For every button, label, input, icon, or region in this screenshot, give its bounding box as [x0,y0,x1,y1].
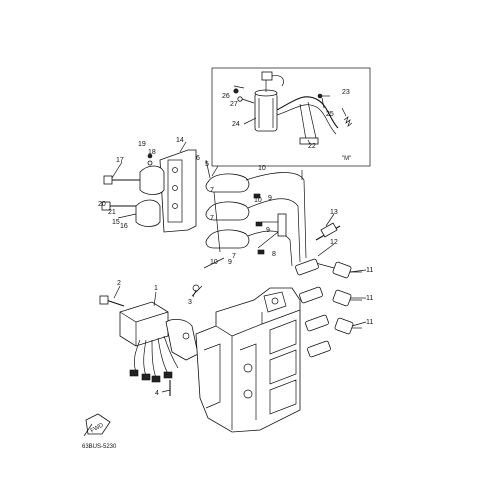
bracket-assembly [101,149,197,233]
callout-16: 16 [120,223,128,230]
leader-lines [111,97,367,393]
callout-11b: 11 [366,295,373,302]
callout-11a: 11 [366,267,373,274]
callout-9a: 9 [268,195,272,202]
engine-block [195,287,301,433]
callout-21: 21 [108,209,116,216]
callout-17: 17 [116,157,124,164]
callout-3: 3 [188,299,192,306]
clamp-upper [139,165,165,195]
callout-10c: 10 [210,259,218,266]
diagram-code: 63BUS-5230 [82,444,117,450]
bolt-2 [105,299,125,307]
clamp-lower [135,199,161,227]
callout-7b: 7 [210,215,214,222]
callout-19: 19 [138,141,146,148]
callout-9c: 9 [228,259,232,266]
plug-caps [295,222,362,358]
callout-1: 1 [154,285,158,292]
callouts: 1 2 3 4 5 6 7 7 7 8 9 9 9 10 10 10 11 11… [82,89,373,450]
callout-4: 4 [155,390,159,397]
cdi-unit [99,284,203,396]
callout-11c: 11 [366,319,373,326]
callout-6: 6 [196,155,200,162]
callout-12: 12 [330,239,338,246]
rectifier-body [254,92,278,132]
callout-7a: 7 [210,187,214,194]
callout-5: 5 [205,161,209,168]
callout-10a: 10 [258,165,266,172]
bracket-plate [159,149,197,233]
callout-2: 2 [117,280,121,287]
callout-14: 14 [176,137,184,144]
callout-10b: 10 [254,197,262,204]
inset-frame [211,67,371,167]
callout-8: 8 [272,251,276,258]
callout-27: 27 [230,101,238,108]
callout-23: 23 [342,89,350,96]
clip-3 [192,284,200,292]
ignition-coils [205,170,307,267]
inset-label: "M" [342,156,351,162]
callout-20: 20 [98,201,106,208]
callout-26: 26 [222,93,230,100]
callout-13: 13 [330,209,338,216]
cdi-bracket [165,318,199,361]
callout-22: 22 [308,143,316,150]
callout-7c: 7 [232,253,236,260]
callout-24: 24 [232,121,240,128]
fwd-arrow-icon [83,413,111,437]
callout-25: 25 [326,111,334,118]
callout-18: 18 [148,149,156,156]
inset-detail-m [211,67,371,167]
callout-9b: 9 [266,227,270,234]
callout-15: 15 [112,219,120,226]
terminal-8 [277,213,287,237]
